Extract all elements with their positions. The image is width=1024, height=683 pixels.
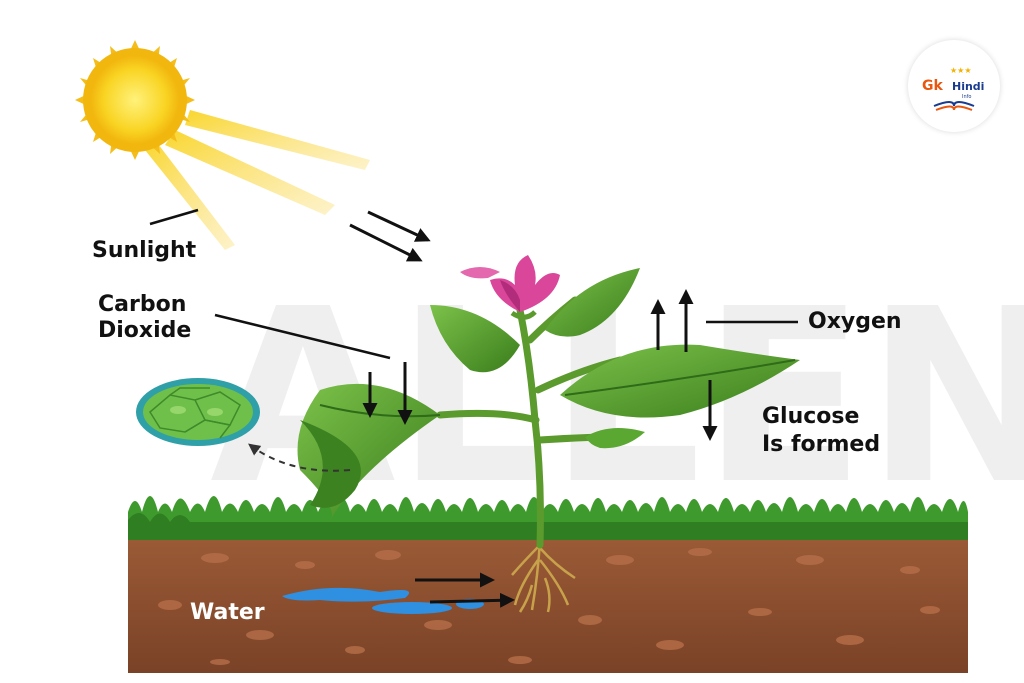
- logo-info-text: Info: [962, 94, 972, 100]
- water-arrows: [415, 572, 515, 608]
- logo-gk-text: Gk: [922, 78, 943, 94]
- water-label: Water: [190, 600, 265, 625]
- gk-hindi-logo: ★★★ Gk Hindi Info: [908, 40, 1000, 132]
- sunlight-arrows: [349, 210, 431, 262]
- flower-icon: [460, 255, 560, 320]
- upper-left-leaf: [430, 305, 520, 373]
- glucose-label-line2: Is formed: [762, 432, 881, 457]
- logo-hindi-text: Hindi: [952, 80, 985, 93]
- sunlight-label: Sunlight: [92, 238, 197, 263]
- upper-right-leaf: [545, 268, 640, 337]
- book-icon: [933, 101, 975, 111]
- sun-rays: [145, 110, 370, 250]
- carbon-dioxide-pointer-line: [214, 313, 391, 360]
- sunlight-pointer-line: [149, 208, 199, 226]
- carbon-dioxide-arrows: [362, 362, 413, 425]
- small-leaf: [585, 428, 645, 449]
- carbon-dioxide-label-line1: Carbon: [98, 292, 187, 317]
- glucose-label-line1: Glucose: [762, 404, 860, 429]
- oxygen-label: Oxygen: [808, 309, 902, 334]
- right-leaf: [560, 344, 800, 418]
- sun-icon: [75, 40, 195, 160]
- chloroplast-pointer-arrow: [248, 443, 351, 472]
- chloroplast-icon: [136, 378, 260, 446]
- carbon-dioxide-label-line2: Dioxide: [98, 318, 192, 343]
- oxygen-arrows: [650, 289, 694, 352]
- grass: [128, 496, 968, 545]
- stars-icon: ★★★: [950, 66, 972, 75]
